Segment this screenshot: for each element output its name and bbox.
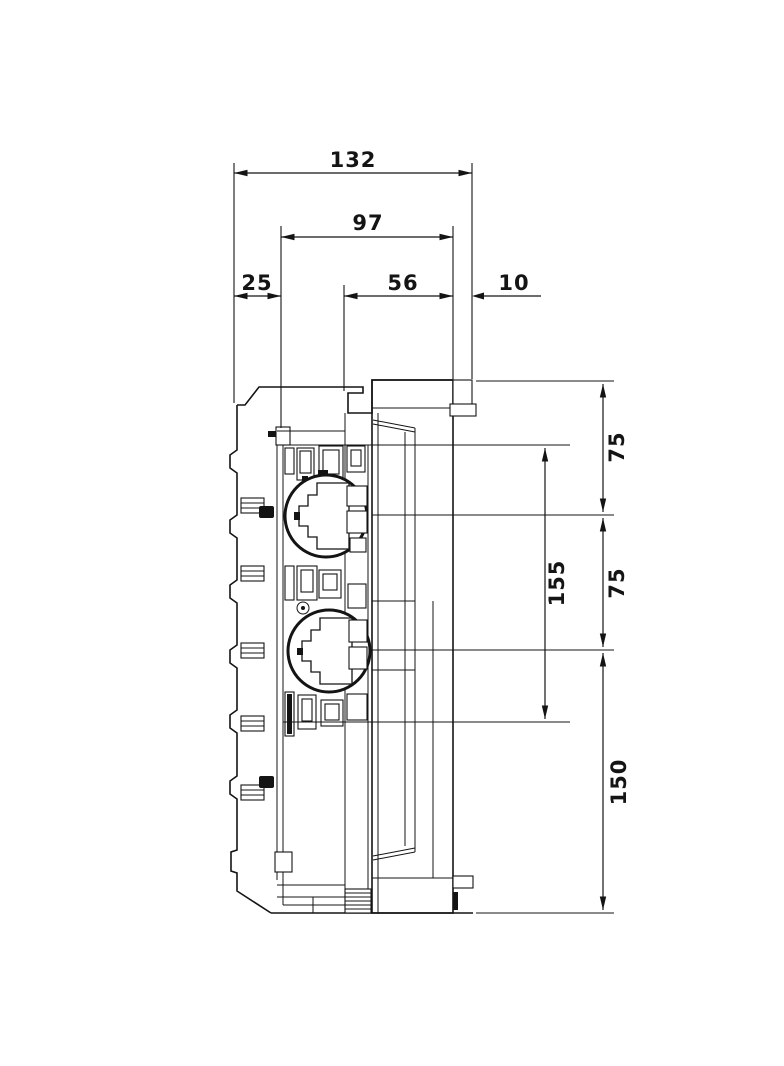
insert-section (277, 413, 372, 914)
dim-label-150: 150 (607, 759, 631, 806)
dim-155: 155 (541, 448, 569, 719)
tab-hatched (240, 715, 265, 732)
top-right-tab (449, 379, 477, 417)
dim-25: 25 (234, 271, 281, 300)
socket-opening-1 (283, 473, 369, 559)
dim-label-75-mid: 75 (605, 567, 629, 598)
bottom-right-tab (452, 875, 474, 910)
tab-hatched (240, 784, 265, 801)
dim-56: 56 (344, 271, 453, 300)
tab-hatched (240, 497, 265, 514)
dim-97: 97 (281, 211, 453, 241)
clamp-screw (259, 506, 274, 518)
dim-label-75-top: 75 (605, 431, 629, 462)
dim-label-10: 10 (498, 271, 529, 295)
dim-label-97: 97 (352, 211, 383, 235)
mounting-tabs (240, 497, 274, 801)
dim-label-155: 155 (545, 560, 569, 607)
left-claw-profile (229, 405, 272, 914)
clamp-screw (259, 776, 274, 788)
tab-hatched (240, 565, 265, 582)
dim-label-25: 25 (241, 271, 272, 295)
dim-150: 150 (599, 653, 631, 910)
detail-parts-middle (284, 565, 367, 641)
socket-opening-2 (286, 608, 372, 694)
dim-label-56: 56 (387, 271, 418, 295)
dim-75-top: 75 (599, 384, 629, 512)
box-body (229, 379, 477, 914)
dim-75-mid: 75 (599, 518, 629, 647)
dim-label-132: 132 (330, 148, 377, 172)
detail-parts-bottom (284, 691, 368, 737)
screw-head (296, 601, 310, 615)
dimension-layer: 132 97 25 56 10 75 75 150 (233, 148, 631, 914)
tab-hatched (240, 642, 265, 659)
cover-panel (371, 379, 477, 914)
dim-10: 10 (472, 271, 541, 300)
extension-lines (233, 163, 614, 914)
dim-132: 132 (234, 148, 472, 177)
fixing-screw-stack (344, 888, 372, 914)
